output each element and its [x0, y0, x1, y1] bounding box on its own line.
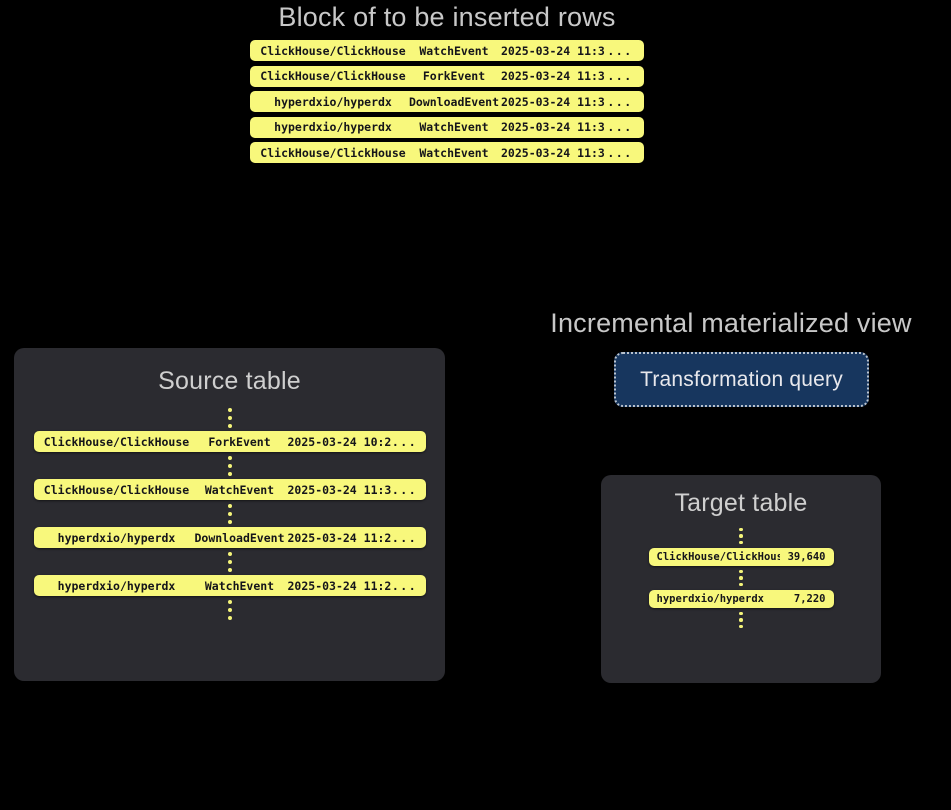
ellipsis-dot [739, 618, 743, 622]
row-ellipsis [227, 596, 232, 623]
ellipsis-dot [227, 415, 232, 420]
table-row[interactable]: ClickHouse/ClickHouse 39,640 [648, 548, 834, 566]
row-repo: ClickHouse/ClickHouse [43, 482, 190, 497]
row-timestamp: 2025-03-24 10:25:00 [287, 434, 392, 449]
row-timestamp: 2025-03-24 11:35:52 [501, 120, 605, 134]
transformation-query-box[interactable]: Transformation query [614, 352, 869, 407]
row-repo: hyperdxio/hyperdx [274, 120, 392, 134]
row-timestamp: 2025-03-24 11:20:12 [287, 530, 392, 545]
row-ellipsis [227, 404, 232, 431]
target-table-panel: Target table ClickHouse/ClickHouse 39,640… [601, 475, 881, 683]
ellipsis-dot [227, 471, 232, 476]
row-more: ... [607, 43, 633, 58]
ellipsis-dot [739, 582, 743, 587]
ellipsis-dot [227, 511, 232, 516]
row-more: ... [607, 69, 633, 83]
source-table-title: Source table [158, 367, 301, 395]
ellipsis-dot [227, 615, 232, 620]
materialized-view-heading: Incremental materialized view [550, 308, 912, 338]
row-more: ... [391, 434, 418, 449]
ellipsis-dot [227, 407, 232, 412]
row-more: ... [391, 482, 418, 497]
ellipsis-dot [739, 576, 743, 580]
row-ellipsis [739, 566, 743, 590]
ellipsis-dot [227, 551, 232, 556]
ellipsis-dot [739, 534, 743, 538]
source-table-panel: Source table ClickHouse/ClickHouse ForkEv… [14, 348, 445, 681]
table-row[interactable]: hyperdxio/hyperdx 7,220 [648, 590, 834, 608]
row-more: ... [607, 94, 633, 109]
ellipsis-dot [739, 569, 743, 574]
row-repo: ClickHouse/ClickHouse [656, 551, 780, 563]
table-row[interactable]: ClickHouse/ClickHouse ForkEvent 2025-03-24… [33, 431, 426, 452]
row-repo: hyperdxio/hyperdx [656, 593, 764, 605]
row-ellipsis [739, 608, 743, 632]
row-repo: hyperdxio/hyperdx [57, 578, 176, 593]
ellipsis-dot [739, 527, 743, 532]
ellipsis-dot [227, 423, 232, 428]
table-row[interactable]: hyperdxio/hyperdx WatchEvent 2025-03-24 11… [33, 575, 426, 596]
row-repo: hyperdxio/hyperdx [274, 94, 392, 109]
row-more: ... [607, 120, 633, 134]
table-row[interactable]: ClickHouse/ClickHouse WatchEvent 2025-03-2… [33, 479, 426, 500]
table-row[interactable]: ClickHouse/ClickHouse WatchEvent 2025-03-2… [250, 142, 644, 163]
row-timestamp: 2025-03-24 11:32:54 [287, 482, 392, 497]
ellipsis-dot [227, 567, 232, 572]
block-heading: Block of to be inserted rows [278, 2, 616, 32]
row-timestamp: 2025-03-24 11:28:32 [287, 578, 392, 593]
row-timestamp: 2025-03-24 11:35:54 [501, 145, 605, 160]
row-ellipsis [227, 452, 232, 479]
ellipsis-dot [227, 607, 232, 612]
source-table-rows: ClickHouse/ClickHouse ForkEvent 2025-03-24… [14, 404, 445, 623]
ellipsis-dot [227, 559, 232, 564]
ellipsis-dot [227, 599, 232, 604]
ellipsis-dot [739, 611, 743, 616]
row-event: WatchEvent [419, 43, 489, 58]
row-event: WatchEvent [419, 120, 489, 134]
row-repo: ClickHouse/ClickHouse [43, 434, 190, 449]
row-repo: ClickHouse/ClickHouse [260, 69, 406, 83]
row-count: 7,220 [793, 593, 826, 605]
target-table-rows: ClickHouse/ClickHouse 39,640 hyperdxio/hyp… [601, 524, 881, 632]
row-event: DownloadEvent [408, 94, 499, 109]
row-more: ... [391, 578, 418, 593]
ellipsis-dot [739, 624, 743, 629]
row-event: ForkEvent [422, 69, 486, 83]
row-timestamp: 2025-03-24 11:35:44 [501, 69, 605, 83]
transformation-query-label: Transformation query [640, 367, 843, 391]
table-row[interactable]: hyperdxio/hyperdx WatchEvent 2025-03-24 11… [250, 116, 644, 138]
row-timestamp: 2025-03-24 11:35:48 [501, 94, 605, 109]
ellipsis-dot [227, 463, 232, 468]
row-repo: ClickHouse/ClickHouse [260, 145, 406, 160]
row-ellipsis [227, 548, 232, 575]
row-count: 39,640 [787, 551, 826, 563]
row-timestamp: 2025-03-24 11:35:40 [501, 43, 605, 58]
row-event: DownloadEvent [194, 530, 285, 545]
table-row[interactable]: ClickHouse/ClickHouse ForkEvent 2025-03-24… [250, 65, 644, 87]
target-table-title: Target table [674, 489, 808, 517]
row-repo: ClickHouse/ClickHouse [260, 43, 406, 58]
ellipsis-dot [227, 503, 232, 508]
row-repo: hyperdxio/hyperdx [57, 530, 176, 545]
row-event: WatchEvent [204, 578, 275, 593]
table-row[interactable]: ClickHouse/ClickHouse WatchEvent 2025-03-2… [250, 40, 644, 61]
row-more: ... [607, 145, 633, 160]
row-more: ... [391, 530, 418, 545]
row-event: WatchEvent [204, 482, 275, 497]
row-ellipsis [227, 500, 232, 527]
row-ellipsis [739, 524, 743, 548]
ellipsis-dot [739, 540, 743, 545]
row-event: WatchEvent [419, 145, 489, 160]
ellipsis-dot [227, 519, 232, 524]
ellipsis-dot [227, 455, 232, 460]
row-event: ForkEvent [208, 434, 271, 449]
